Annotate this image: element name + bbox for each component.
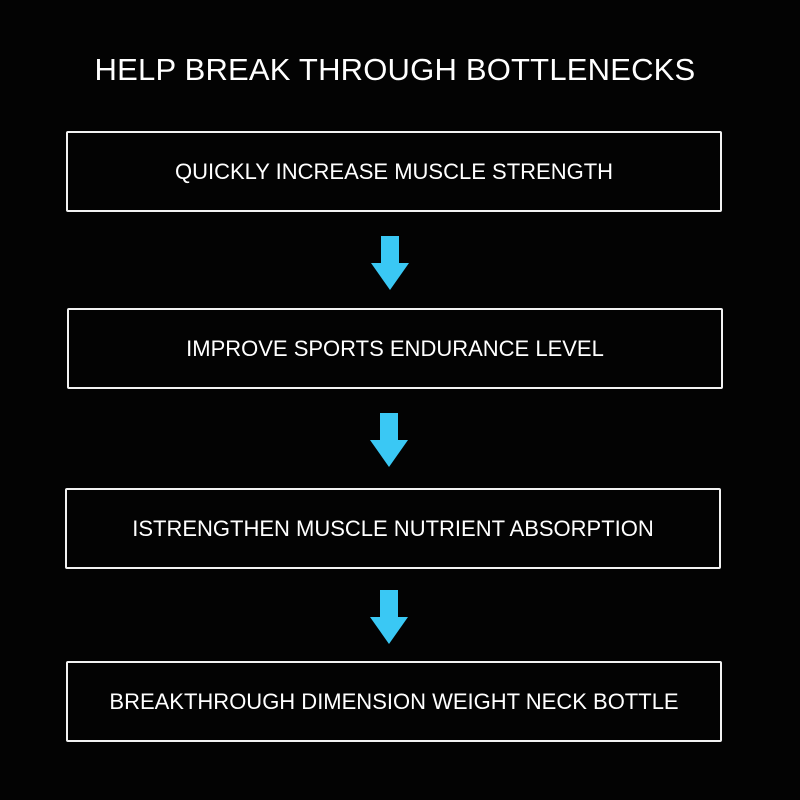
diagram-title: HELP BREAK THROUGH BOTTLENECKS <box>94 52 696 87</box>
step-label: BREAKTHROUGH DIMENSION WEIGHT NECK BOTTL… <box>109 688 679 714</box>
arrow-down-icon <box>370 590 408 644</box>
step-box-4: BREAKTHROUGH DIMENSION WEIGHT NECK BOTTL… <box>66 661 722 742</box>
arrow-down-icon <box>370 413 408 467</box>
step-box-3: ISTRENGTHEN MUSCLE NUTRIENT ABSORPTION <box>65 488 721 569</box>
step-box-2: IMPROVE SPORTS ENDURANCE LEVEL <box>67 308 723 389</box>
step-label: ISTRENGTHEN MUSCLE NUTRIENT ABSORPTION <box>132 515 654 541</box>
step-label: QUICKLY INCREASE MUSCLE STRENGTH <box>174 158 614 184</box>
step-box-1: QUICKLY INCREASE MUSCLE STRENGTH <box>66 131 722 212</box>
step-label: IMPROVE SPORTS ENDURANCE LEVEL <box>186 335 604 361</box>
arrow-down-icon <box>371 236 409 290</box>
